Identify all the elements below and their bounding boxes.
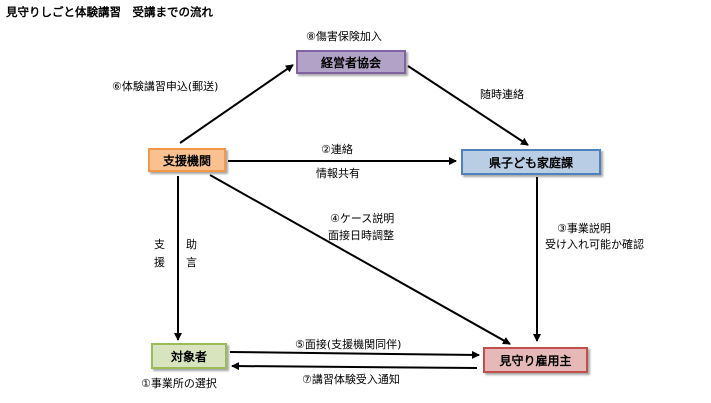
- taisho-node: 対象者: [151, 343, 227, 369]
- kodomo-node: 県子ども家庭課: [461, 149, 601, 175]
- label-tsuchi: ⑦講習体験受入通知: [302, 373, 400, 386]
- label-mensetsu-nichiji: 面接日時調整: [328, 229, 394, 242]
- label-zuiji: 随時連絡: [480, 88, 524, 101]
- label-ukeire: 受け入れ可能か確認: [545, 238, 644, 251]
- arrow-shien-to-koyo: [209, 174, 511, 345]
- arrow-koyo-to-taisho: [231, 362, 478, 371]
- label-shien-vertical: 支援: [154, 238, 165, 269]
- label-case: ④ケース説明: [330, 212, 395, 225]
- label-sentaku: ①事業所の選択: [141, 377, 217, 390]
- arrow-keieisha-to-kodomo: [407, 65, 529, 146]
- arrow-taisho-to-koyo: [229, 350, 480, 359]
- label-mensetsu: ⑤面接(支援機関同伴): [295, 338, 402, 351]
- koyo-node: 見守り雇用主: [483, 347, 588, 373]
- label-jigyo: ③事業説明: [557, 222, 611, 235]
- keieisha-node: 経営者協会: [296, 50, 406, 74]
- label-moushikomi: ⑥体験講習申込(郵送): [112, 80, 219, 93]
- arrow-shien-to-keieisha: [179, 64, 294, 144]
- page-title: 見守りしごと体験講習 受講までの流れ: [6, 5, 213, 19]
- label-joho: 情報共有: [316, 167, 360, 180]
- label-jogen-vertical: 助言: [186, 238, 197, 269]
- shien-node: 支援機関: [148, 148, 226, 172]
- label-hoken: ⑧傷害保険加入: [306, 30, 382, 43]
- label-renraku: ②連絡: [321, 143, 353, 156]
